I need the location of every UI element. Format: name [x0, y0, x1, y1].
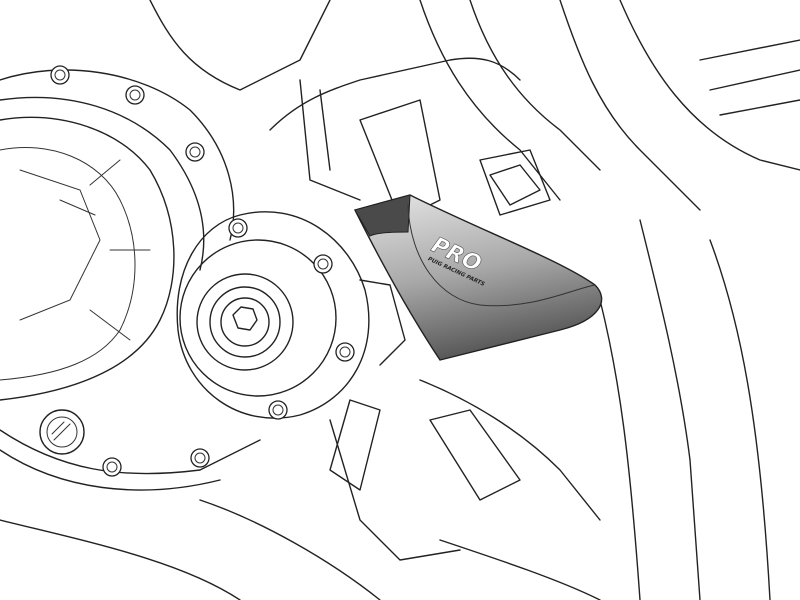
hex-bolt-head: [232, 306, 258, 331]
bolt-icon: [228, 218, 248, 238]
round-cover: [176, 211, 406, 419]
bolt-icon: [50, 65, 70, 85]
bolt-icon: [268, 400, 288, 420]
bolts: [50, 65, 355, 477]
bolt-icon: [313, 254, 333, 274]
frame-slider: PRO PUIG RACING PARTS: [353, 194, 603, 361]
bolt-icon: [102, 457, 122, 477]
engine-cover: [0, 69, 261, 491]
bolt-icon: [190, 448, 210, 468]
bolt-icon: [125, 85, 145, 105]
bolt-icon: [335, 342, 355, 362]
bolt-icon: [185, 142, 205, 162]
